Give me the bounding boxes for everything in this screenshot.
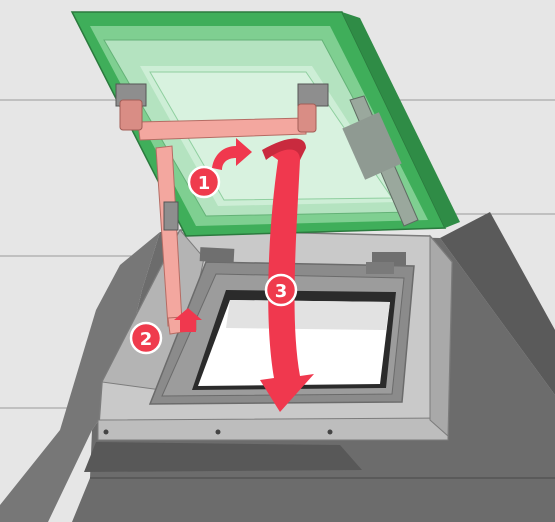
step-badge-3: 3	[264, 273, 298, 307]
support-bar	[119, 99, 317, 141]
step-number-3: 3	[275, 281, 288, 302]
step-number-1: 1	[198, 173, 211, 194]
arrow-step-1	[212, 138, 252, 170]
arrow-step-2	[174, 308, 202, 332]
side-strut	[155, 145, 197, 335]
step-badge-1: 1	[187, 165, 221, 199]
step-number-2: 2	[140, 329, 153, 350]
step-badge-2: 2	[129, 321, 163, 355]
curb-frame	[97, 229, 453, 441]
